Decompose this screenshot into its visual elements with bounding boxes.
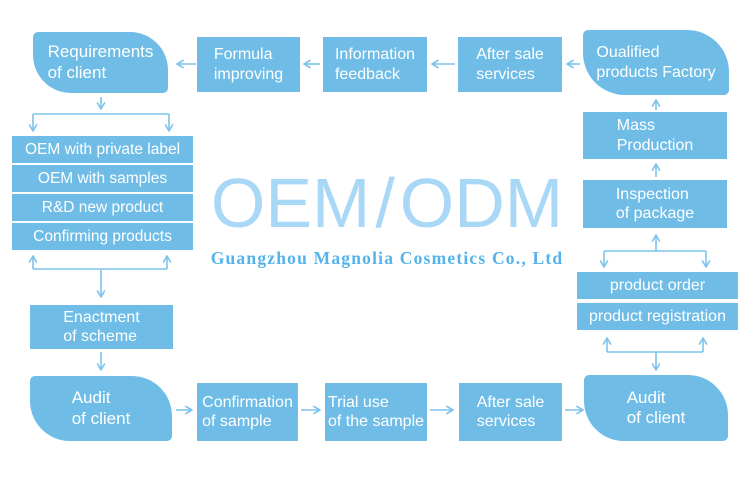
node-after-sale-services-bottom: After sale services [459,383,562,441]
node-label: of client [626,408,686,427]
node-label: Information [334,46,416,64]
node-information-feedback: Information feedback [323,37,427,92]
bracket-registration-audit [602,337,708,371]
node-label: services [476,65,535,83]
brand-title: OEM/ODM [195,168,579,238]
node-label: of the sample [327,413,425,430]
node-label: Audit [626,387,666,407]
node-label: OEM with private label [24,140,181,158]
bracket-oem-options-enactment [28,255,172,298]
node-label: products Factory [596,63,716,81]
node-label: of package [615,205,695,222]
node-label: Formula [213,46,273,64]
node-confirmation-of-sample: Confirmation of sample [197,383,298,441]
node-label: Production [616,136,694,154]
oem-option-samples: OEM with samples [12,165,193,192]
node-inspection-of-package: Inspection of package [583,180,727,228]
brand-title-odm: ODM [399,164,564,242]
node-requirements-of-client: Requirements of client [33,32,168,93]
node-label: of client [71,408,131,428]
node-product-registration: product registration [577,303,738,330]
node-label: Inspection [615,185,689,203]
brand-block: OEM/ODM Guangzhou Magnolia Cosmetics Co.… [195,168,579,269]
node-qualified-products-factory: Oualified products Factory [583,30,729,95]
node-label: Trial use [327,393,389,411]
node-product-order: product order [577,272,738,299]
node-label: After sale [476,393,545,411]
bracket-requirements-oem-options [28,97,174,132]
node-mass-production: Mass Production [583,112,727,159]
node-trial-use-of-sample: Trial use of the sample [325,383,427,441]
node-label: Confirmation [202,393,293,411]
node-label: R&D new product [41,198,164,216]
node-label: feedback [334,65,400,83]
node-label: Enactment [63,308,140,326]
brand-title-slash: / [375,164,395,242]
oem-option-confirming-products: Confirming products [12,223,193,250]
node-label: Confirming products [33,227,172,245]
node-audit-of-client-right: Audit of client [584,375,728,441]
node-label: product order [609,276,706,294]
node-label: OEM with samples [37,169,168,187]
node-label: Mass [616,117,655,135]
node-label: After sale [476,46,544,64]
node-label: services [476,413,536,430]
bracket-inspection-product-order [599,234,711,268]
node-after-sale-services-top: After sale services [458,37,562,92]
node-label: Audit [71,388,111,408]
oem-options-list: OEM with private label OEM with samples … [12,136,193,250]
oem-option-rd-new-product: R&D new product [12,194,193,221]
node-enactment-of-scheme: Enactment of scheme [30,305,173,349]
node-audit-of-client-left: Audit of client [30,376,172,441]
node-label: improving [213,65,284,83]
brand-subtitle: Guangzhou Magnolia Cosmetics Co., Ltd [210,248,564,268]
node-formula-improving: Formula improving [197,37,300,92]
oem-option-private-label: OEM with private label [12,136,193,163]
node-label: product registration [589,307,726,325]
node-label: Oualified [596,44,660,62]
node-label: of sample [202,413,272,430]
node-label: of client [47,62,107,82]
brand-title-oem: OEM [210,164,371,242]
node-label: of scheme [63,328,138,345]
node-label: Requirements [47,42,154,62]
